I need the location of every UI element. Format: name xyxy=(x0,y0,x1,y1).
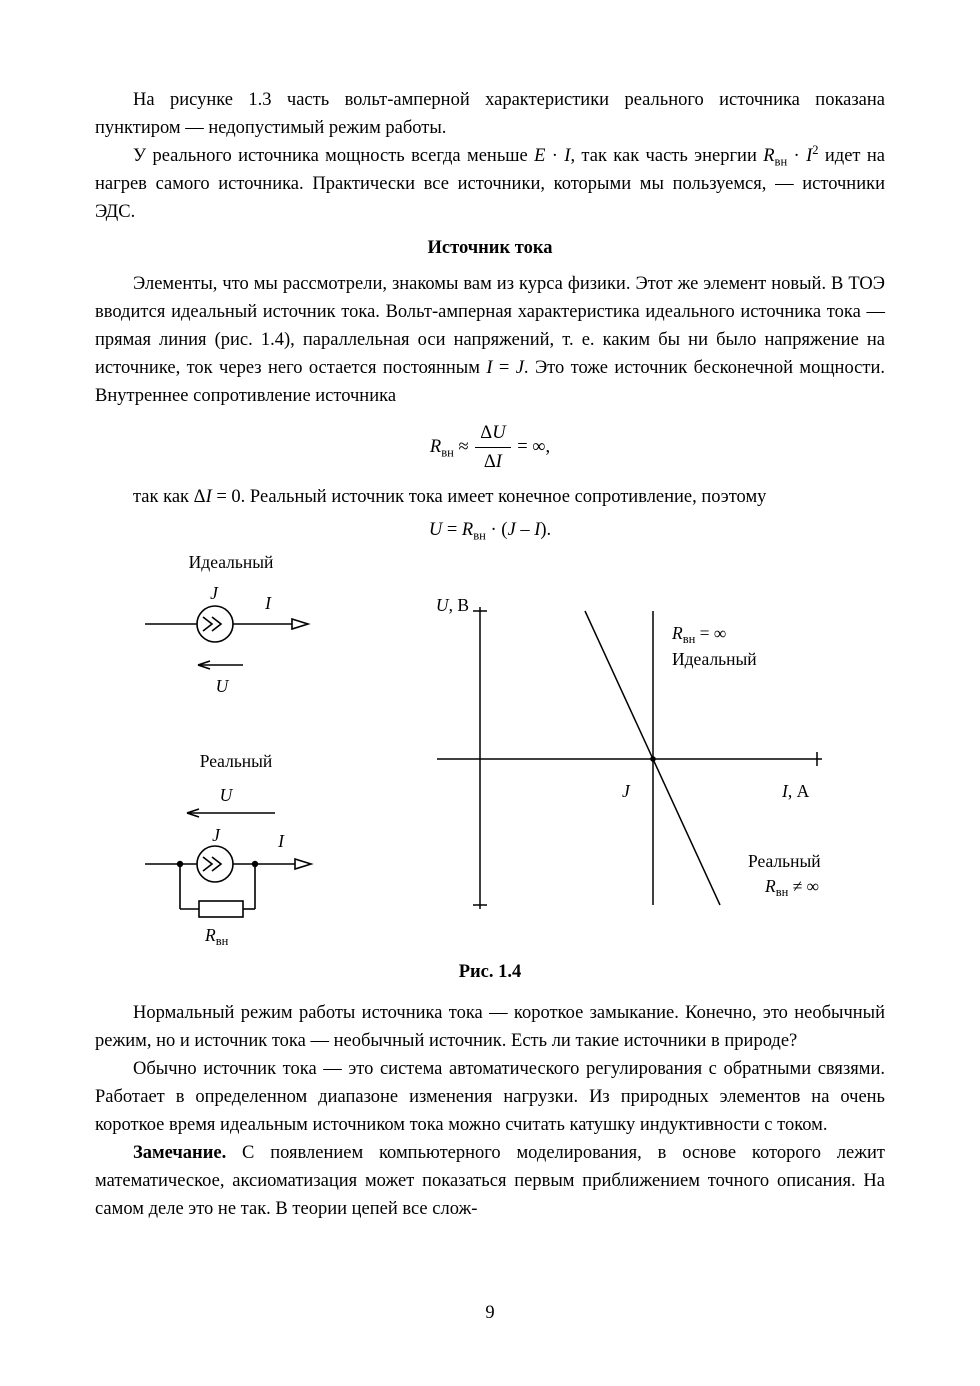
ideal-line-label: Идеальный xyxy=(672,649,757,669)
figure-1-4-drawing: Идеальный J I U xyxy=(145,552,822,948)
fraction-numerator: ΔU xyxy=(475,420,511,448)
voltage-arrowhead-icon xyxy=(197,660,211,670)
ideal-source-circuit xyxy=(145,605,311,670)
text-run: С появлением компьютерного моделирования… xyxy=(95,1143,885,1219)
fraction-denominator: ΔI xyxy=(475,448,510,475)
current-source-symbol xyxy=(196,605,234,643)
var-J: J xyxy=(515,358,524,378)
real-circuit-label: Реальный xyxy=(200,751,273,771)
var-J: J xyxy=(507,520,516,540)
text-run: идет на нагрев самого источника. Практич… xyxy=(95,146,885,222)
subscript-vn: вн xyxy=(774,154,788,169)
var-R: R xyxy=(461,520,474,540)
var-I: I xyxy=(564,146,571,166)
text-run: · xyxy=(545,146,565,166)
ideal-resistance-label: Rвн = ∞ xyxy=(671,623,726,646)
resistor-label: Rвн xyxy=(204,925,229,948)
var-R: R xyxy=(429,436,442,457)
var-U: U xyxy=(492,423,506,443)
current-arrow-icon xyxy=(291,617,311,631)
i-axis-label: I, А xyxy=(781,781,810,801)
text-run: = 0. Реальный источник тока имеет конечн… xyxy=(211,487,767,507)
superscript-2: 2 xyxy=(812,142,819,157)
formula-voltage: U = Rвн · (J – I). xyxy=(95,517,885,543)
text-run: . Это тоже источник бесконечной мощности… xyxy=(95,358,885,406)
delta: Δ xyxy=(480,423,493,443)
var-R: R xyxy=(763,146,775,166)
paragraph-5: Нормальный режим работы источника тока —… xyxy=(95,1003,885,1051)
paragraph-4: так как ΔI = 0. Реальный источник тока и… xyxy=(95,483,885,511)
var-U-label: U xyxy=(220,785,234,805)
paragraph-6: Обычно источник тока — это система автом… xyxy=(95,1059,885,1135)
text-run: – xyxy=(515,520,535,540)
paragraph-3: Элементы, что мы рассмотрели, знакомы ва… xyxy=(95,270,885,410)
var-I: I xyxy=(486,358,493,378)
text-run: ≈ xyxy=(453,436,474,457)
intersection-dot xyxy=(650,756,656,762)
var-I-label: I xyxy=(264,593,272,613)
text-run: = xyxy=(442,520,462,540)
ideal-circuit-label: Идеальный xyxy=(189,552,274,572)
var-I: I xyxy=(534,520,541,540)
text-run: · ( xyxy=(485,520,508,540)
var-E: E xyxy=(534,146,546,166)
text-run: = xyxy=(492,358,516,378)
junction-dot xyxy=(176,860,184,868)
section-heading: Источник тока xyxy=(427,238,553,258)
text-run: · xyxy=(787,146,807,166)
var-I: I xyxy=(205,487,212,507)
text-run: = ∞, xyxy=(512,436,551,457)
var-U: U xyxy=(428,520,443,540)
subscript-vn: вн xyxy=(441,445,454,460)
real-resistance-label: Rвн ≠ ∞ xyxy=(764,876,819,899)
real-source-circuit xyxy=(145,808,314,918)
text-run: Элементы, что мы рассмотрели, знакомы ва… xyxy=(95,274,885,378)
paragraph-7: Замечание. С появлением компьютерного мо… xyxy=(95,1139,885,1223)
var-J-label: J xyxy=(212,825,221,845)
figure-1-4: Идеальный J I U xyxy=(95,549,885,951)
j-point-label: J xyxy=(622,781,631,801)
real-line-label: Реальный xyxy=(748,851,821,871)
var-I: I xyxy=(806,146,813,166)
u-axis-label: U, В xyxy=(436,595,469,615)
current-source-symbol xyxy=(196,845,234,883)
var-U-label: U xyxy=(216,676,230,696)
junction-dot xyxy=(251,860,259,868)
var-J-label: J xyxy=(210,583,219,603)
text-run: так как Δ xyxy=(133,487,206,507)
page-number: 9 xyxy=(485,1303,495,1323)
delta: Δ xyxy=(483,452,496,472)
text-run: У реального источника мощность всегда ме… xyxy=(133,146,535,166)
resistor xyxy=(198,900,244,918)
paragraph-1: На рисунке 1.3 часть вольт-амперной хара… xyxy=(95,90,885,138)
remark-lead-in: Замечание. xyxy=(133,1143,227,1163)
paragraph-2: У реального источника мощность всегда ме… xyxy=(95,142,885,226)
text-run: ). xyxy=(540,520,552,540)
figure-caption: Рис. 1.4 xyxy=(458,962,522,982)
var-I-label: I xyxy=(277,831,285,851)
text-run: , так как часть энергии xyxy=(570,146,764,166)
var-I: I xyxy=(495,452,502,472)
subscript-vn: вн xyxy=(473,528,486,543)
voltage-arrowhead-icon xyxy=(186,808,200,818)
current-arrow-icon xyxy=(294,857,314,871)
